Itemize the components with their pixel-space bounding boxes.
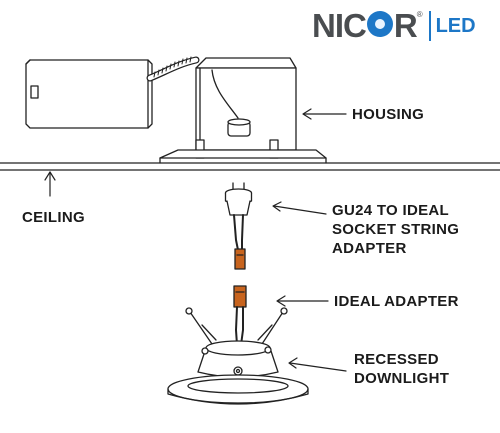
label-downlight-line2: DOWNLIGHT: [354, 370, 450, 387]
label-adapter-line2: SOCKET STRING: [332, 221, 460, 238]
brand-divider: [428, 11, 431, 41]
label-arrows: [44, 108, 347, 372]
brand-sub-led: LED: [435, 15, 476, 37]
arrow-housing: [302, 108, 347, 120]
recessed-downlight: [167, 307, 309, 405]
brand-name-prefix: NIC: [312, 7, 367, 44]
brand-name-suffix: R: [393, 7, 418, 44]
gu24-connector: [234, 248, 246, 270]
flex-conduit: [146, 56, 200, 82]
arrow-downlight: [288, 357, 347, 372]
arrow-gu24-adapter: [272, 201, 327, 215]
registered-mark: ®: [416, 9, 423, 19]
ceiling-plane: [0, 162, 500, 171]
nicor-led-logo: NIC R ® LED: [312, 8, 476, 44]
brand-o-icon: [366, 11, 393, 37]
label-housing: HOUSING: [352, 106, 425, 123]
junction-box: [25, 59, 153, 129]
label-ceiling: CEILING: [22, 209, 85, 226]
housing-body: [159, 57, 327, 164]
ideal-adapter: [233, 285, 247, 346]
arrow-ideal-adapter: [276, 295, 329, 307]
label-ideal-adapter: IDEAL ADAPTER: [334, 293, 459, 310]
gu24-adapter: [224, 182, 253, 251]
label-adapter-line1: GU24 TO IDEAL: [332, 202, 449, 219]
arrow-ceiling: [44, 171, 56, 197]
label-adapter-line3: ADAPTER: [332, 240, 407, 257]
label-downlight-line1: RECESSED: [354, 351, 439, 368]
